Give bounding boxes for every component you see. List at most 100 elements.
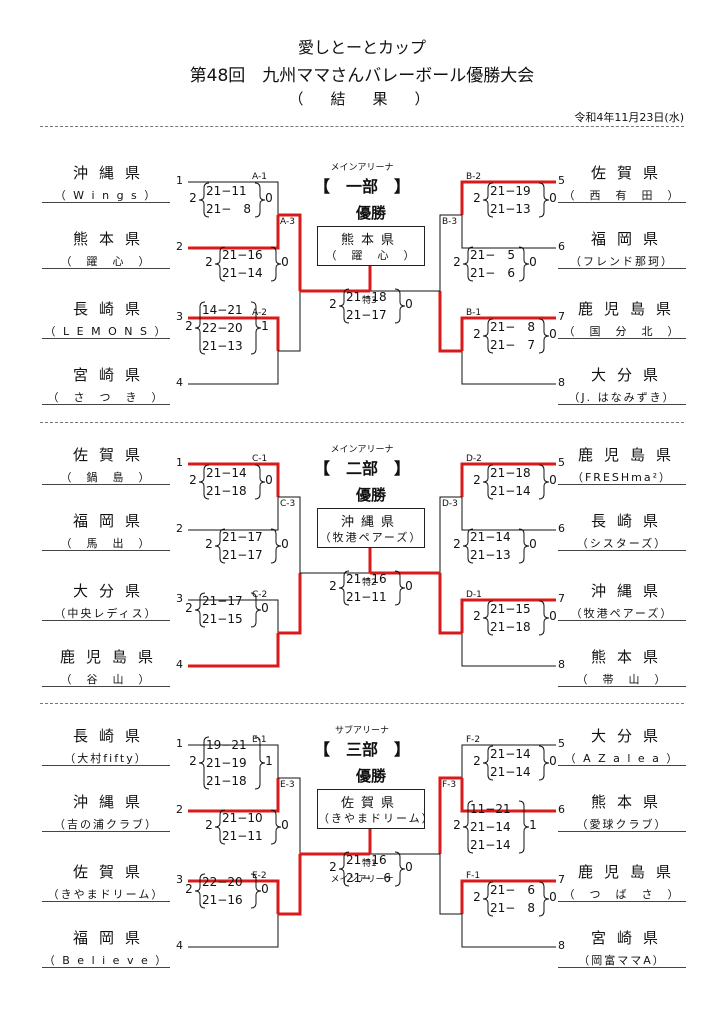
sets-won: 2 <box>189 191 197 205</box>
set-score: 21− 8 <box>490 901 535 915</box>
bracket-line <box>461 497 556 531</box>
match-code: F-3 <box>442 780 457 790</box>
set-score: 21−13 <box>470 548 511 562</box>
team-name: （ 西 有 田 ） <box>558 186 686 203</box>
team-underline <box>558 686 686 687</box>
sets-won: 2 <box>205 255 213 269</box>
sets-lost: 0 <box>549 609 557 623</box>
team-name-text: （ つ ば さ ） <box>563 888 681 901</box>
set-score: 21−17 <box>346 308 387 322</box>
score-brace-left <box>482 600 494 636</box>
bracket-line <box>188 744 279 778</box>
score-brace-right <box>538 745 550 781</box>
score-brace-right <box>394 288 406 324</box>
seed-number: 8 <box>558 376 565 389</box>
sets-won: 2 <box>473 327 481 341</box>
score-brace-right <box>394 851 406 887</box>
score-brace-right <box>254 736 266 790</box>
team-prefecture: 福岡県 <box>590 230 669 248</box>
seed-number: 4 <box>176 376 183 389</box>
score-brace-right <box>518 800 530 854</box>
team-prefecture: 沖縄県 <box>72 793 151 811</box>
sets-lost: 0 <box>281 255 289 269</box>
champion-frame: 熊本県（ 躍 心 ） <box>317 226 425 266</box>
score-brace-left <box>194 301 206 355</box>
team-underline <box>558 550 686 551</box>
team-name: （きやまドリーム） <box>42 885 170 902</box>
score-brace-left <box>194 873 206 909</box>
set-score: 21−14 <box>470 820 511 834</box>
score-brace-right <box>538 318 550 354</box>
sets-lost: 0 <box>549 890 557 904</box>
bracket-line <box>278 573 302 635</box>
match-code: C-3 <box>280 499 296 509</box>
team-name: （FRESHma²） <box>558 468 686 485</box>
sets-lost: 0 <box>405 579 413 593</box>
score-brace-right <box>518 246 530 282</box>
seed-number: 6 <box>558 522 565 535</box>
final-match-label: 特3 <box>362 296 377 306</box>
score-brace-left <box>214 528 226 564</box>
team-underline <box>42 338 170 339</box>
score-brace-left <box>214 809 226 845</box>
set-score: 21−18 <box>206 484 247 498</box>
bracket-line <box>461 914 556 948</box>
team-prefecture: 佐賀県 <box>72 863 151 881</box>
set-score: 21−14 <box>222 266 263 280</box>
score-brace-right <box>518 528 530 564</box>
team-underline <box>42 268 170 269</box>
set-score: 21−14 <box>206 466 247 480</box>
team-name-text: （吉の浦クラブ） <box>54 818 158 831</box>
division-title: 【 一部 】 <box>313 177 410 196</box>
set-score: 21−19 <box>206 756 247 770</box>
sets-lost: 0 <box>549 327 557 341</box>
team-name: （吉の浦クラブ） <box>42 815 170 832</box>
sets-won: 2 <box>185 319 193 333</box>
score-brace-left <box>198 464 210 500</box>
team-name-text: （ 躍 心 ） <box>60 255 152 268</box>
champion-prefecture: 沖縄県 <box>340 515 401 530</box>
sets-won: 2 <box>205 537 213 551</box>
bracket-line <box>438 776 462 854</box>
bracket-line <box>188 599 279 633</box>
sets-lost: 1 <box>529 818 537 832</box>
team-underline <box>42 202 170 203</box>
team-prefecture: 長崎県 <box>590 512 669 530</box>
team-name-text: （ 谷 山 ） <box>60 673 152 686</box>
match-code: D-3 <box>442 499 458 509</box>
section-divider <box>40 703 684 704</box>
seed-number: 7 <box>558 592 565 605</box>
team-name-text: （きやまドリーム） <box>47 888 165 901</box>
seed-number: 5 <box>558 174 565 187</box>
score-brace-left <box>198 182 210 218</box>
champion-box: 優勝熊本県（ 躍 心 ） <box>317 202 425 266</box>
team-underline <box>558 202 686 203</box>
team-prefecture: 福岡県 <box>72 929 151 947</box>
team-name-text: （ 馬 出 ） <box>60 537 152 550</box>
score-brace-left <box>482 745 494 781</box>
bracket-lines <box>188 180 556 385</box>
score-brace-left <box>462 528 474 564</box>
team-name: （ つ ば さ ） <box>558 885 686 902</box>
team-underline <box>558 765 686 766</box>
bracket-line <box>188 215 280 250</box>
final-match-label: 特1 <box>362 859 377 869</box>
seed-number: 1 <box>176 737 183 750</box>
header-divider <box>40 126 684 127</box>
team-name: （J. はなみずき） <box>558 388 686 405</box>
team-underline <box>42 686 170 687</box>
champion-team: （牧港ペアーズ） <box>319 531 423 544</box>
team-prefecture: 沖縄県 <box>590 582 669 600</box>
set-score: 21− 6 <box>470 266 515 280</box>
match-code: A-1 <box>252 172 267 182</box>
seed-number: 4 <box>176 939 183 952</box>
bracket-line <box>460 180 556 215</box>
sets-lost: 0 <box>529 537 537 551</box>
team-prefecture: 福岡県 <box>72 512 151 530</box>
set-score: 14−21 <box>202 303 243 317</box>
set-score: 21−18 <box>490 466 531 480</box>
